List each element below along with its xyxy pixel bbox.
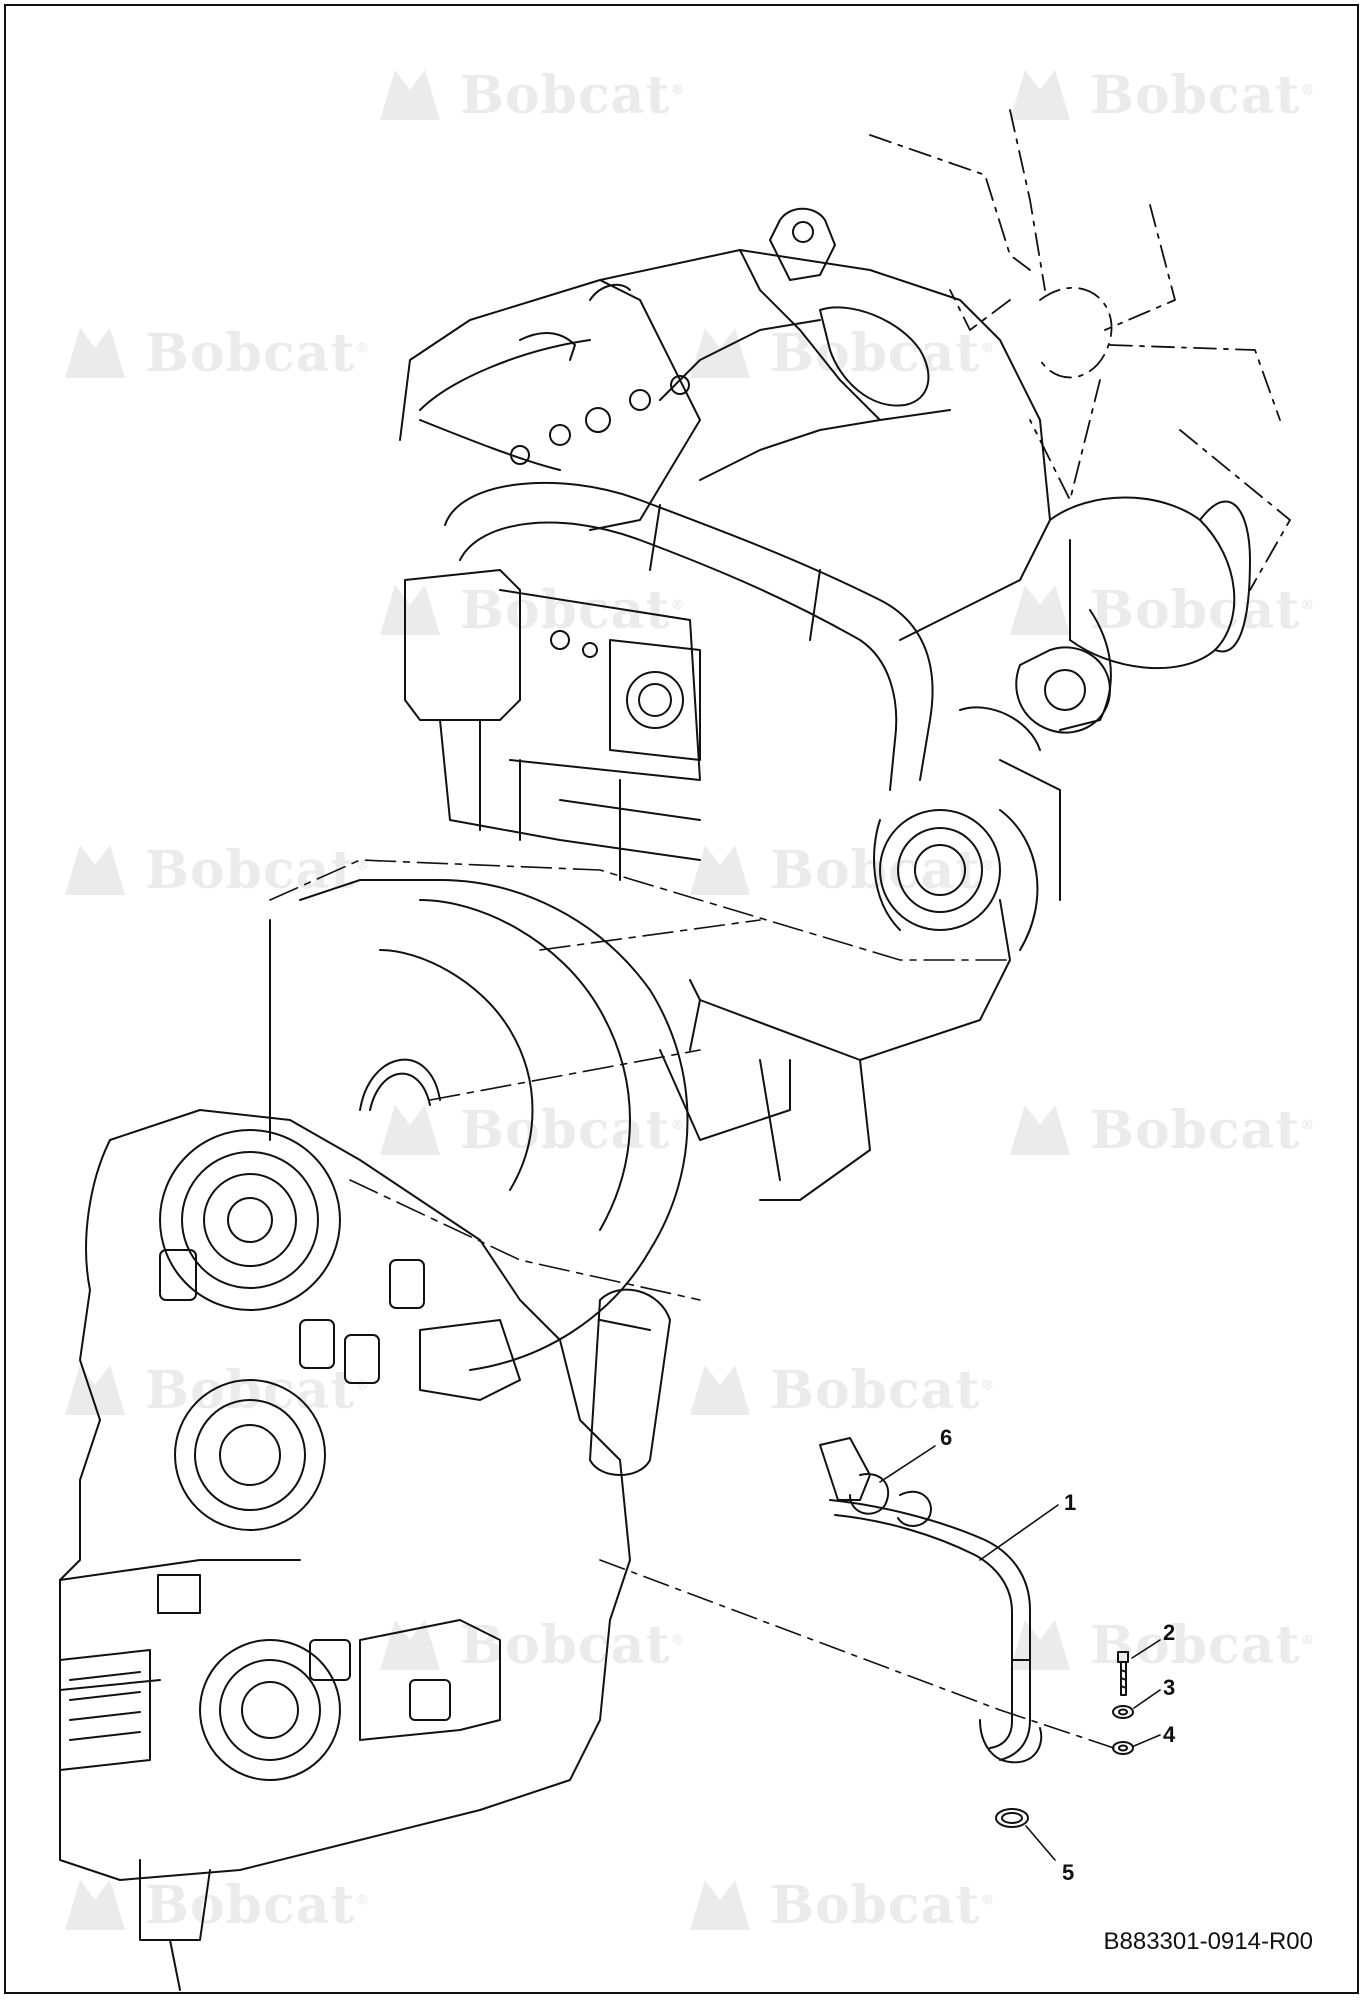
engine-head <box>399 207 1051 641</box>
phantom-outline <box>269 859 1011 1301</box>
o-ring-item-5 <box>995 1808 1029 1828</box>
filter-canister <box>589 1288 671 1476</box>
lifting-eye <box>359 1058 441 1111</box>
bobcat-head-icon <box>1010 585 1070 635</box>
watermark-logo: Bobcat® <box>1000 1095 1315 1165</box>
bobcat-head-icon <box>690 1880 750 1930</box>
bolt-item-2 <box>1117 1651 1129 1696</box>
bell-housing <box>269 879 689 1371</box>
watermark-logo: Bobcat® <box>1000 60 1315 130</box>
drawing-frame <box>4 4 1359 1994</box>
watermark-logo: Bobcat® <box>1000 575 1315 645</box>
watermark-logo: Bobcat® <box>680 1355 995 1425</box>
nameplate <box>59 1649 151 1771</box>
bobcat-head-icon <box>690 1365 750 1415</box>
transmission-housing <box>59 1109 631 1991</box>
watermark-logo: Bobcat® <box>55 318 370 388</box>
watermark-logo: Bobcat® <box>370 575 685 645</box>
watermark-logo: Bobcat® <box>55 1870 370 1940</box>
bobcat-head-icon <box>1010 1105 1070 1155</box>
transmission-pump <box>159 1129 341 1781</box>
watermark-logo: Bobcat® <box>55 1355 370 1425</box>
fan-phantom <box>869 109 1291 591</box>
callout-1: 1 <box>1064 1490 1077 1515</box>
watermark-logo: Bobcat® <box>680 318 995 388</box>
solenoid-valves <box>159 1249 521 1741</box>
engine-block-side <box>404 569 701 881</box>
assembly-leaders <box>599 1559 1121 1751</box>
callout-4: 4 <box>1163 1722 1176 1747</box>
dipstick-tube <box>829 1499 1043 1764</box>
lockwasher-item-3 <box>1112 1705 1134 1719</box>
watermark-logo: Bobcat® <box>370 60 685 130</box>
watermark-logo: Bobcat® <box>680 835 995 905</box>
bobcat-head-icon <box>380 70 440 120</box>
callout-5: 5 <box>1062 1860 1075 1885</box>
bobcat-head-icon <box>65 328 125 378</box>
dipstick-handle <box>819 1437 932 1527</box>
bobcat-head-icon <box>1010 1620 1070 1670</box>
zf-logo-block <box>157 1574 201 1614</box>
oil-pan <box>659 899 1011 1201</box>
watermark-logo: Bobcat® <box>370 1095 685 1165</box>
bobcat-head-icon <box>380 1105 440 1155</box>
intake-pipe <box>444 481 934 791</box>
bobcat-head-icon <box>690 845 750 895</box>
watermark-logo: Bobcat® <box>55 835 370 905</box>
bobcat-head-icon <box>1010 70 1070 120</box>
callout-leaders <box>879 1445 1161 1861</box>
callout-2: 2 <box>1163 1620 1176 1645</box>
bobcat-head-icon <box>65 1880 125 1930</box>
watermark-logo: Bobcat® <box>1000 1610 1315 1680</box>
washer-item-4 <box>1112 1741 1134 1755</box>
turbocharger <box>873 706 1061 951</box>
bobcat-head-icon <box>65 845 125 895</box>
bobcat-head-icon <box>690 328 750 378</box>
callout-6: 6 <box>940 1425 953 1450</box>
bobcat-head-icon <box>380 585 440 635</box>
watermark-logo: Bobcat® <box>680 1870 995 1940</box>
drawing-number: B883301-0914-R00 <box>1103 1928 1314 1955</box>
callout-3: 3 <box>1163 1675 1176 1700</box>
alternator <box>1015 496 1251 734</box>
bobcat-head-icon <box>65 1365 125 1415</box>
